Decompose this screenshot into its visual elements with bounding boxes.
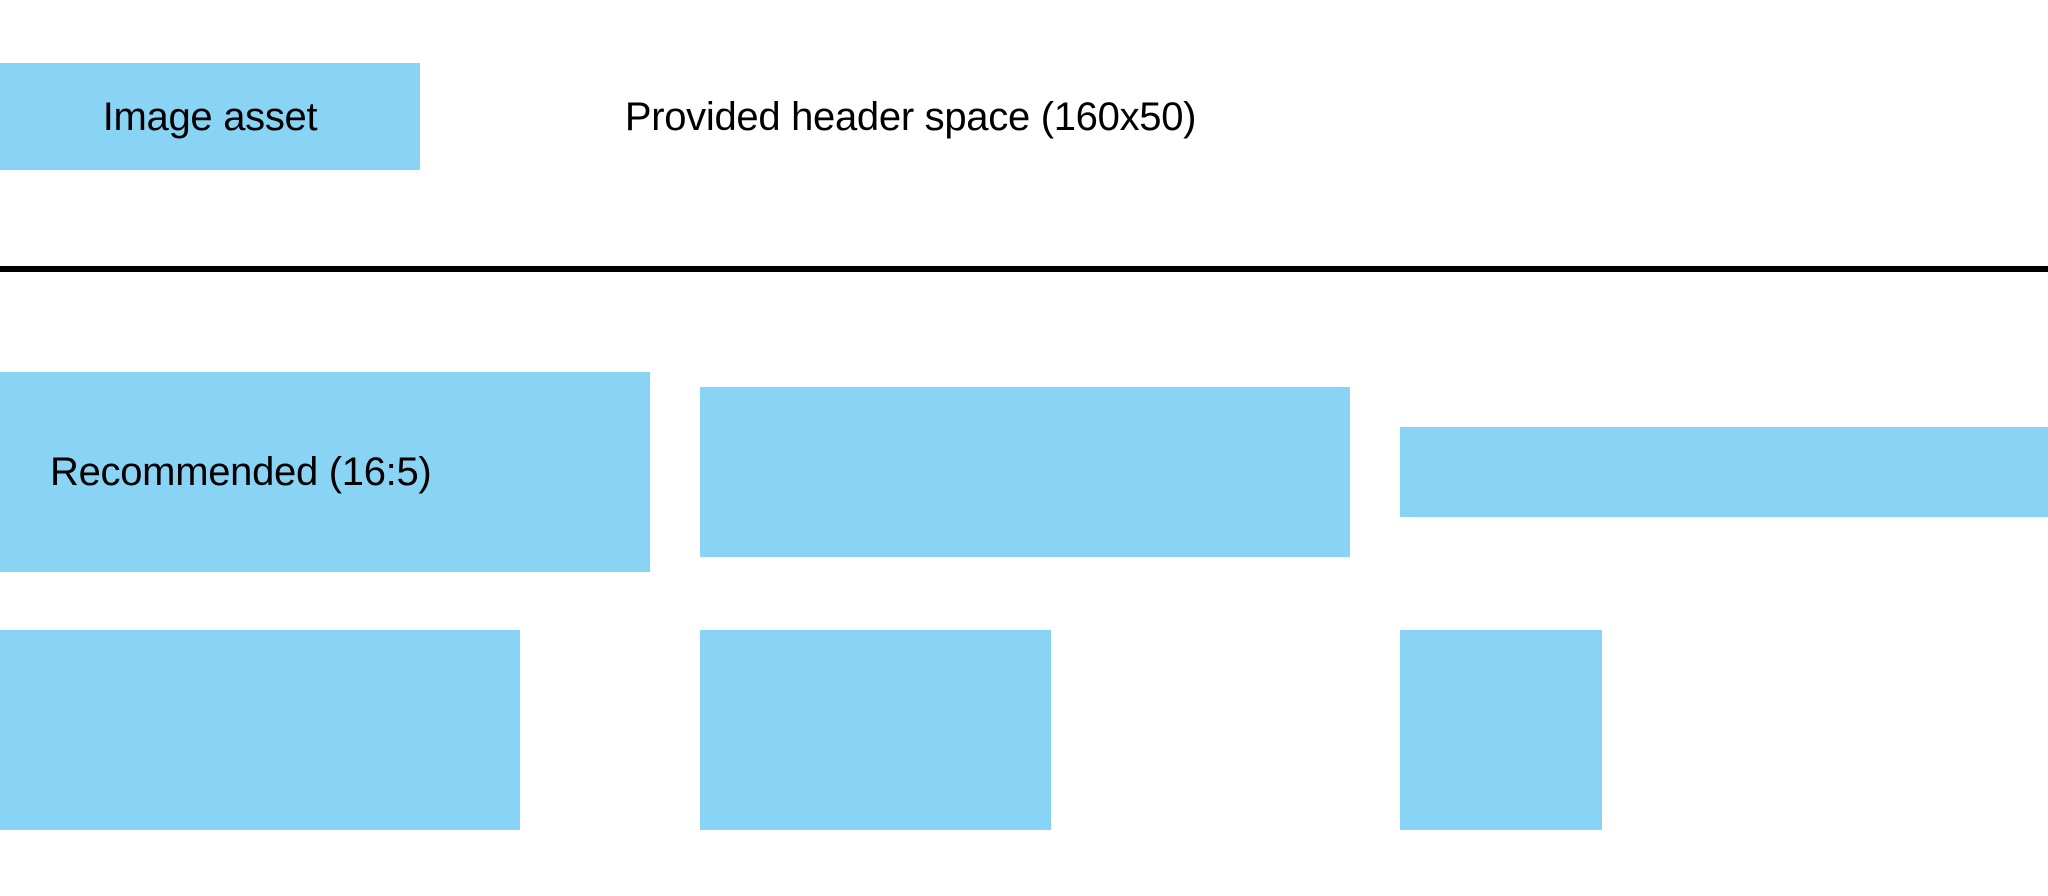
section-divider xyxy=(0,266,2048,272)
ratio-cell-pillarbox-1 xyxy=(0,630,650,830)
ratio-cell-letterbox-1: Recommended (16:5) xyxy=(0,372,650,572)
asset-fill xyxy=(700,630,1051,830)
asset-fill xyxy=(1400,630,1602,830)
pillarbox-row xyxy=(0,630,2048,830)
aspect-ratio-grid: Recommended (16:5) xyxy=(0,372,2048,888)
header-band: Image asset Provided header space (160x5… xyxy=(0,0,2048,270)
ratio-cell-letterbox-2 xyxy=(700,372,1350,572)
provided-header-space-label: Provided header space (160x50) xyxy=(624,94,1197,139)
asset-fill xyxy=(0,630,520,830)
provided-header-space-box: Provided header space (160x50) xyxy=(458,63,1363,170)
image-asset-swatch: Image asset xyxy=(0,63,420,170)
asset-fill xyxy=(0,372,650,572)
asset-fill xyxy=(1400,427,2048,517)
image-asset-label: Image asset xyxy=(102,94,318,139)
letterbox-row: Recommended (16:5) xyxy=(0,372,2048,572)
ratio-cell-pillarbox-3 xyxy=(1400,630,2048,830)
asset-fill xyxy=(700,387,1350,557)
ratio-cell-letterbox-3 xyxy=(1400,372,2048,572)
recommended-ratio-label: Recommended (16:5) xyxy=(50,450,432,494)
ratio-cell-pillarbox-2 xyxy=(700,630,1350,830)
